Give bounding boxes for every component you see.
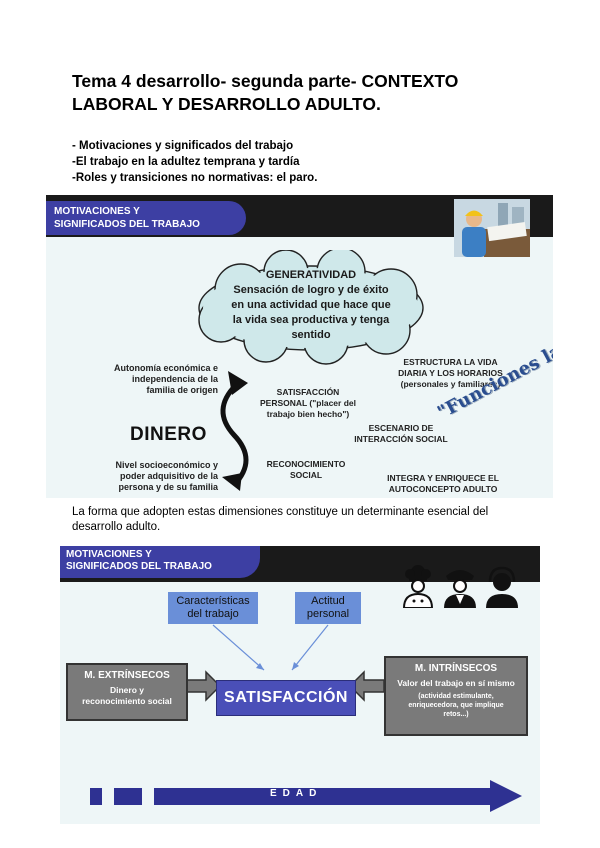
dinero-label: DINERO xyxy=(130,424,207,445)
intrinsecos-detail-line: retos...) xyxy=(443,711,469,718)
reconocimiento-social-text: RECONOCIMIENTO SOCIAL xyxy=(251,459,361,481)
slide-header: MOTIVACIONES Y SIGNIFICADOS DEL TRABAJO xyxy=(46,201,246,235)
generatividad-cloud-shape xyxy=(198,250,424,365)
diagram-connectors xyxy=(90,624,522,812)
autonomia-line: independencia de la xyxy=(131,374,218,384)
actitud-line: Actitud xyxy=(311,595,345,607)
generatividad-line: en una actividad que hace que xyxy=(231,299,391,311)
title-line-2: LABORAL Y DESARROLLO ADULTO. xyxy=(72,94,381,114)
generatividad-line: la vida sea productiva y tenga xyxy=(232,314,390,326)
call-center-icon xyxy=(486,566,518,608)
integra-autoconcepto-text: INTEGRA Y ENRIQUECE EL AUTOCONCEPTO ADUL… xyxy=(368,473,518,495)
satisfaccion-personal-text: SATISFACCIÓN PERSONAL ("placer del traba… xyxy=(253,387,363,420)
actitud-box: Actitud personal xyxy=(295,592,361,624)
dinero-curved-arrows xyxy=(220,371,249,491)
caracteristicas-line: del trabajo xyxy=(187,608,239,620)
chef-icon xyxy=(402,565,434,608)
extrinsecos-heading: M. EXTRÍNSECOS xyxy=(84,670,170,681)
slide-motivaciones-2: MOTIVACIONES Y SIGNIFICADOS DEL TRABAJO … xyxy=(60,546,540,824)
autonomia-line: familia de origen xyxy=(146,385,218,395)
slide-header-line: MOTIVACIONES Y xyxy=(54,206,140,217)
nivel-line: poder adquisitivo de la xyxy=(119,471,218,481)
integra-line: AUTOCONCEPTO ADULTO xyxy=(388,484,498,494)
captain-icon xyxy=(444,570,476,608)
slide-caption: La forma que adopten estas dimensiones c… xyxy=(72,506,489,533)
worker-icons xyxy=(402,565,518,608)
intrinsecos-detail-line: (actividad estimulante, xyxy=(418,693,494,700)
intrinsecos-heading: M. INTRÍNSECOS xyxy=(414,663,498,674)
escenario-interaccion-text: ESCENARIO DE INTERACCIÓN SOCIAL xyxy=(346,423,456,445)
title-line-1: Tema 4 desarrollo- segunda parte- CONTEX… xyxy=(72,71,459,91)
topic-item: -Roles y transiciones no normativas: el … xyxy=(72,172,318,184)
worker-illustration xyxy=(454,199,530,257)
caracteristicas-box: Características del trabajo xyxy=(168,592,258,624)
autonomia-line: Autonomía económica e xyxy=(113,363,218,373)
generatividad-heading: GENERATIVIDAD xyxy=(265,269,357,281)
reconocimiento-line: SOCIAL xyxy=(289,470,323,480)
slide-header-line: MOTIVACIONES Y xyxy=(66,549,152,560)
slide-header-line: SIGNIFICADOS DEL TRABAJO xyxy=(54,219,200,230)
extrinsecos-line: Dinero y xyxy=(109,685,144,695)
edad-label: EDAD xyxy=(270,788,323,799)
topic-list: - Motivaciones y significados del trabaj… xyxy=(72,138,317,186)
topic-item: - Motivaciones y significados del trabaj… xyxy=(72,140,294,152)
intrinsecos-body: Valor del trabajo en sí mismo xyxy=(397,678,515,688)
caracteristicas-line: Características xyxy=(176,595,250,607)
actitud-line: personal xyxy=(306,608,350,620)
intrinsecos-detail-line: enriquecedora, que implique xyxy=(408,702,504,709)
satisfaccion-line: trabajo bien hecho") xyxy=(266,409,350,419)
slide-header: MOTIVACIONES Y SIGNIFICADOS DEL TRABAJO xyxy=(60,546,260,578)
autonomia-text: Autonomía económica e independencia de l… xyxy=(100,363,218,396)
estructura-line: ESTRUCTURA LA VIDA xyxy=(403,357,498,367)
motivos-intrinsecos-box: M. INTRÍNSECOS Valor del trabajo en sí m… xyxy=(384,656,528,736)
document-title: Tema 4 desarrollo- segunda parte- CONTEX… xyxy=(72,70,542,116)
estructura-line: (personales y familiares) xyxy=(400,379,501,389)
nivel-socioeconomico-text: Nivel socioeconómico y poder adquisitivo… xyxy=(100,460,218,493)
escenario-line: ESCENARIO DE xyxy=(368,423,434,433)
estructura-vida-text: ESTRUCTURA LA VIDA DIARIA Y LOS HORARIOS… xyxy=(378,357,523,390)
integra-line: INTEGRA Y ENRIQUECE EL xyxy=(387,473,499,483)
extrinsecos-line: reconocimiento social xyxy=(82,696,172,706)
motivos-extrinsecos-box: M. EXTRÍNSECOS Dinero y reconocimiento s… xyxy=(66,663,188,721)
nivel-line: persona y de su familia xyxy=(118,482,218,492)
reconocimiento-line: RECONOCIMIENTO xyxy=(266,459,346,469)
generatividad-line: sentido xyxy=(291,329,331,341)
slide-motivaciones-1: MOTIVACIONES Y SIGNIFICADOS DEL TRABAJO xyxy=(46,195,553,498)
topic-item: -El trabajo en la adultez temprana y tar… xyxy=(72,156,300,168)
extrinsecos-body: Dinero y reconocimiento social xyxy=(68,685,186,707)
generatividad-text: GENERATIVIDAD Sensación de logro y de éx… xyxy=(196,268,426,343)
estructura-line: DIARIA Y LOS HORARIOS xyxy=(398,368,503,378)
escenario-line: INTERACCIÓN SOCIAL xyxy=(354,434,448,444)
satisfaccion-line: SATISFACCIÓN xyxy=(276,387,340,397)
nivel-line: Nivel socioeconómico y xyxy=(115,460,218,470)
intrinsecos-detail: (actividad estimulante, enriquecedora, q… xyxy=(386,692,526,719)
satisfaccion-line: PERSONAL ("placer del xyxy=(260,398,356,408)
slide-header-line: SIGNIFICADOS DEL TRABAJO xyxy=(66,561,212,572)
generatividad-line: Sensación de logro y de éxito xyxy=(233,284,389,296)
satisfaccion-box: SATISFACCIÓN xyxy=(216,680,356,716)
